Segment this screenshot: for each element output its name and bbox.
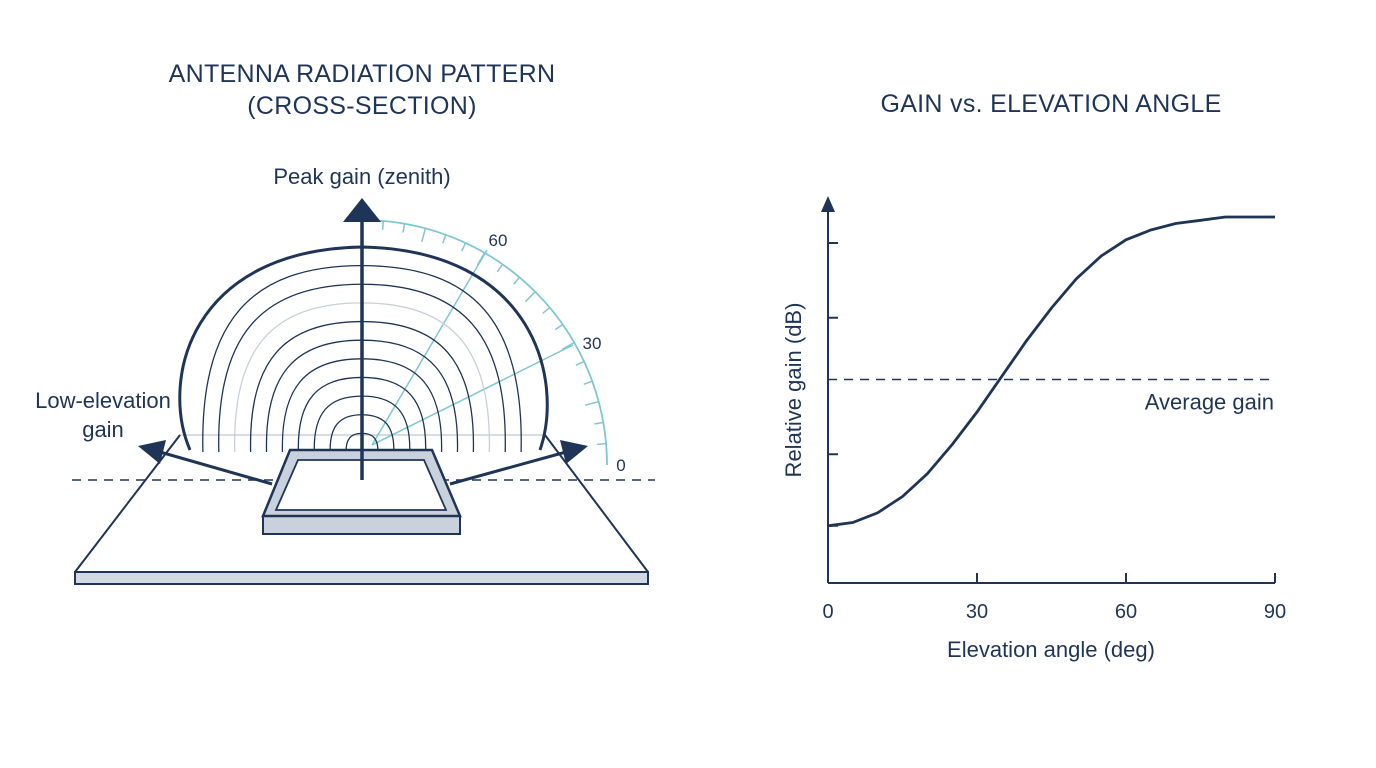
low-elevation-arrow-right bbox=[449, 450, 567, 486]
x-tick-label: 90 bbox=[1264, 601, 1286, 623]
protractor-tick bbox=[594, 421, 604, 425]
protractor-tick bbox=[554, 323, 564, 331]
peak-gain-arrowhead bbox=[343, 198, 381, 222]
gain-chart: GAIN vs. ELEVATION ANGLE 0 30 60 90 Average… bbox=[781, 90, 1286, 662]
protractor-tick bbox=[402, 223, 406, 233]
low-elevation-arrow-left bbox=[159, 450, 273, 486]
protractor-tick bbox=[461, 242, 467, 252]
protractor-tick bbox=[524, 291, 536, 303]
ground-plate-front bbox=[74, 571, 649, 585]
elevation-protractor: 60 30 0 bbox=[361, 219, 626, 475]
left-panel: ANTENNA RADIATION PATTERN (CROSS-SECTION… bbox=[35, 60, 655, 585]
protractor-tick bbox=[597, 442, 607, 446]
protractor-tick bbox=[575, 360, 585, 366]
protractor-label-30: 30 bbox=[583, 334, 602, 353]
average-gain-label: Average gain bbox=[1145, 390, 1274, 415]
protractor-tick bbox=[513, 276, 521, 285]
y-axis-label: Relative gain (dB) bbox=[781, 303, 806, 478]
protractor-60-ray bbox=[371, 249, 488, 446]
left-title-line1: ANTENNA RADIATION PATTERN bbox=[169, 60, 556, 88]
protractor-label-0: 0 bbox=[616, 456, 625, 475]
chart-title: GAIN vs. ELEVATION ANGLE bbox=[880, 90, 1221, 118]
protractor-label-60: 60 bbox=[489, 231, 508, 250]
x-tick-label: 60 bbox=[1115, 601, 1137, 623]
peak-gain-label: Peak gain (zenith) bbox=[273, 164, 450, 189]
protractor-tick bbox=[496, 263, 504, 273]
x-axis-label: Elevation angle (deg) bbox=[947, 637, 1155, 662]
low-elevation-arrowhead-right bbox=[560, 440, 588, 464]
protractor-tick bbox=[542, 306, 551, 314]
low-elevation-label-line2: gain bbox=[82, 417, 124, 442]
y-axis-arrowhead bbox=[821, 196, 835, 212]
protractor-tick bbox=[421, 228, 427, 243]
x-tick-label: 0 bbox=[822, 601, 833, 623]
antenna-patch bbox=[261, 448, 462, 535]
left-title-line2: (CROSS-SECTION) bbox=[247, 92, 477, 120]
gain-curve-series bbox=[827, 215, 1275, 528]
ground-plane-sides bbox=[74, 434, 649, 573]
low-elevation-label-line1: Low-elevation bbox=[35, 388, 171, 413]
protractor-tick bbox=[442, 234, 447, 244]
protractor-tick bbox=[381, 220, 385, 230]
protractor-tick bbox=[583, 380, 593, 385]
protractor-tick bbox=[584, 400, 599, 406]
protractor-30-ray bbox=[371, 344, 574, 446]
x-tick-label: 30 bbox=[966, 601, 988, 623]
low-elevation-arrowhead-left bbox=[138, 440, 166, 464]
patch-base bbox=[262, 515, 461, 535]
protractor-tick bbox=[561, 341, 575, 351]
patch-top-inner bbox=[274, 459, 448, 511]
